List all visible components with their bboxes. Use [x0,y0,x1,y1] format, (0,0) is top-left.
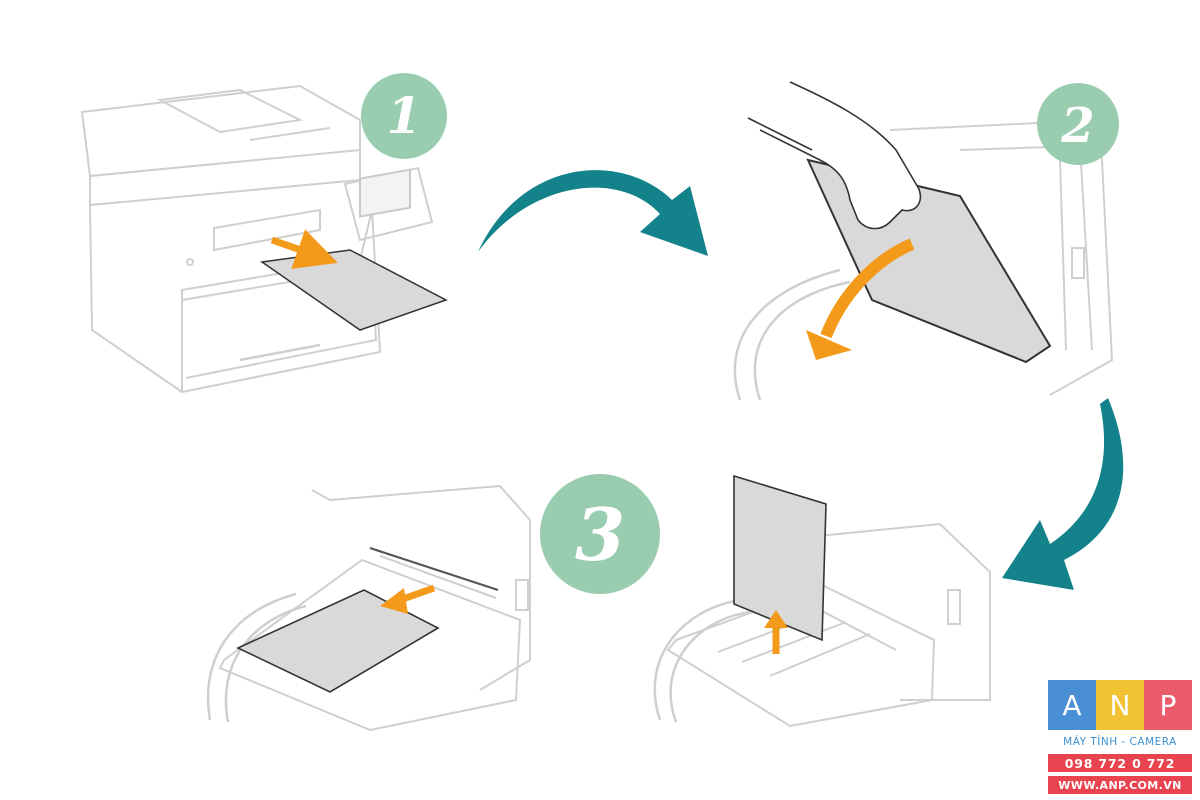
step-3-badge: 3 [540,474,660,594]
step-1-pull-arrow [270,229,338,269]
logo-letter-a: A [1048,680,1096,730]
anp-logo-letters: A N P [1048,680,1192,730]
step-1-badge: 1 [361,73,447,159]
flow-arrow-step-2-to-3 [1002,398,1124,590]
svg-text:3: 3 [575,492,625,577]
step-3-inner-paper [236,589,440,693]
logo-website: WWW.ANP.COM.VN [1048,776,1192,794]
step-2-rear-cover [806,158,1052,364]
flow-arrow-step-1-to-2 [478,170,708,256]
step-1-printer-illustration [80,84,434,394]
step-1-ejected-paper [259,249,448,331]
anp-logo-watermark: A N P MÁY TÍNH - CAMERA 098 772 0 772 WW… [1048,680,1192,796]
svg-text:1: 1 [387,86,422,145]
step-2-open-arrow [820,238,915,339]
logo-letter-n: N [1096,680,1144,730]
logo-letter-p: P [1144,680,1192,730]
step-3-inner-paper-illustration [206,484,531,732]
step-3-pull-arrow [398,584,436,604]
step-2-hand [747,81,922,230]
step-2-badge: 2 [1037,83,1119,165]
svg-text:2: 2 [1060,98,1094,154]
logo-phone: 098 772 0 772 [1048,754,1192,772]
step-3-paper-lifted [733,474,827,642]
logo-tagline: MÁY TÍNH - CAMERA [1063,736,1177,748]
